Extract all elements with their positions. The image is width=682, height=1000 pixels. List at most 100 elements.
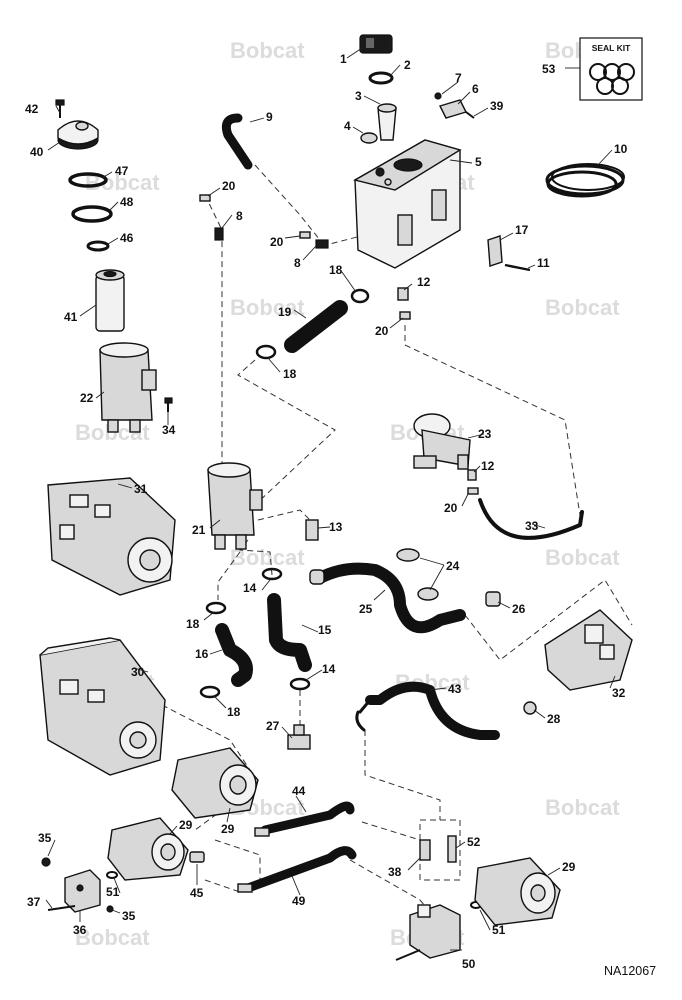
bracket-17 (487, 235, 503, 267)
clamp-14-lower (289, 677, 311, 691)
callout-4: 4 (344, 119, 351, 133)
callout-53: 53 (542, 62, 556, 76)
clamp-18-hose16-lower (199, 685, 221, 699)
callout-34: 34 (162, 423, 176, 437)
valve-32 (544, 609, 633, 691)
hose-43-end (358, 698, 372, 714)
pump-23 (413, 413, 471, 470)
hose-15 (267, 593, 312, 672)
screw-34 (164, 397, 173, 412)
callout-47: 47 (115, 164, 129, 178)
callout-14-upper: 14 (243, 581, 257, 595)
callout-17: 17 (515, 223, 529, 237)
filter-cap-40 (57, 120, 99, 150)
screw-39 (465, 111, 475, 119)
route-line (361, 821, 421, 841)
callout-7: 7 (455, 71, 462, 85)
hose-43-tube (355, 710, 366, 732)
seal-kit-53: SEAL KIT (579, 37, 643, 101)
hose-49 (243, 846, 357, 893)
hose-25 (314, 562, 466, 634)
callout-20-right: 20 (375, 324, 389, 338)
hose-19 (284, 300, 348, 353)
callout-1: 1 (340, 52, 347, 66)
callout-21: 21 (192, 523, 206, 537)
callout-26: 26 (512, 602, 526, 616)
callout-12-upper: 12 (417, 275, 431, 289)
fitting-8-mid (315, 239, 329, 249)
o-ring-47 (68, 172, 108, 188)
clamp-20-left (199, 194, 211, 202)
callout-52: 52 (467, 835, 481, 849)
pump-31 (47, 477, 176, 596)
watermark: Bobcat (75, 925, 150, 950)
watermark: Bobcat (545, 295, 620, 320)
callout-29-upper: 29 (221, 822, 235, 836)
fitting-44-end (254, 827, 270, 837)
callout-51-right: 51 (492, 923, 506, 937)
callout-8-upper: 8 (236, 209, 243, 223)
callout-39: 39 (490, 99, 504, 113)
callout-20-pump: 20 (444, 501, 458, 515)
nut-35-lower (106, 905, 114, 913)
filter-housing-22 (99, 342, 157, 433)
gear-pump-29-right (474, 857, 561, 926)
hydraulic-tank-5 (353, 139, 462, 269)
clamp-20-mid (299, 231, 311, 239)
callout-45: 45 (190, 886, 204, 900)
callout-35-lower: 35 (122, 909, 136, 923)
fitting-49-end (237, 883, 253, 893)
callout-5: 5 (475, 155, 482, 169)
callout-18-hose16: 18 (186, 617, 200, 631)
callout-20-upper: 20 (222, 179, 236, 193)
callout-27: 27 (266, 719, 280, 733)
hose-44 (260, 801, 355, 835)
route-line (237, 359, 336, 506)
route-line (321, 234, 366, 247)
valve-block-36 (64, 869, 101, 913)
callout-14-lower: 14 (322, 662, 336, 676)
route-line (194, 807, 226, 831)
callout-18-upper: 18 (329, 263, 343, 277)
callout-37: 37 (27, 895, 41, 909)
callout-46: 46 (120, 231, 134, 245)
filter-21 (207, 462, 263, 550)
o-ring-46 (86, 240, 110, 252)
callout-25: 25 (359, 602, 373, 616)
callout-43: 43 (448, 682, 462, 696)
route-line (464, 579, 633, 661)
callout-9: 9 (266, 110, 273, 124)
dashed-routing-lines (161, 164, 633, 913)
tank-assembly (353, 34, 531, 272)
clamp-18-lower (255, 344, 277, 360)
callout-40: 40 (30, 145, 44, 159)
o-ring-48 (71, 205, 113, 223)
callout-18-bottom: 18 (227, 705, 241, 719)
callout-13: 13 (329, 520, 343, 534)
route-line (239, 539, 273, 576)
callout-15: 15 (318, 623, 332, 637)
grommet-24-upper (396, 548, 420, 562)
callout-51-left: 51 (106, 885, 120, 899)
callout-24: 24 (446, 559, 460, 573)
route-line (217, 551, 241, 600)
callout-49: 49 (292, 894, 306, 908)
callout-11: 11 (537, 256, 550, 270)
route-line (257, 509, 311, 521)
callout-8-lower: 8 (294, 256, 301, 270)
nut-7 (434, 92, 442, 100)
callout-42: 42 (25, 102, 39, 116)
ring-2 (368, 71, 394, 85)
callout-35-upper: 35 (38, 831, 52, 845)
gear-pump-29-upper (171, 747, 259, 819)
watermark: Bobcat (545, 545, 620, 570)
bolt-50 (395, 949, 421, 961)
callout-18-lower: 18 (283, 367, 297, 381)
strainer-3 (377, 103, 397, 141)
callout-23: 23 (478, 427, 492, 441)
route-line (161, 704, 251, 771)
grommet-24-lower (417, 587, 439, 601)
callout-20-mid: 20 (270, 235, 284, 249)
fitting-12-pump (467, 469, 477, 481)
callout-50: 50 (462, 957, 476, 971)
